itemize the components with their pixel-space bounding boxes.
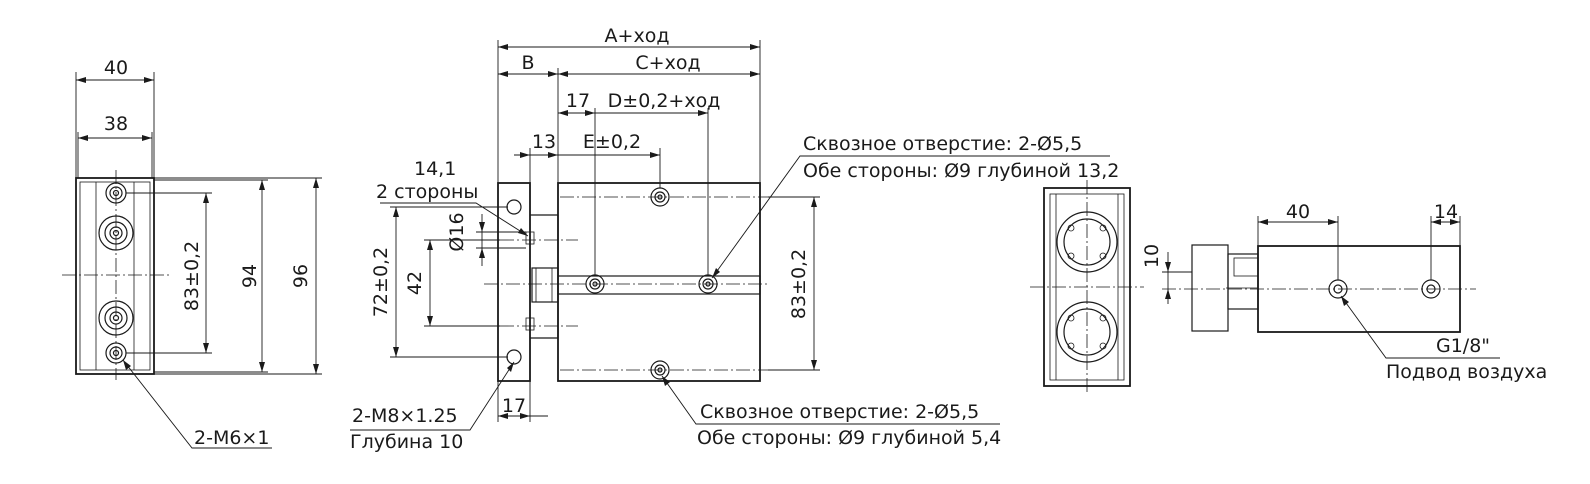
dim-e: E±0,2 <box>583 131 641 153</box>
dim-83-front: 83±0,2 <box>788 249 810 319</box>
side-view: 40 14 10 G1/8" Подвод воздуха <box>1141 201 1547 383</box>
side-end-plate <box>1191 244 1229 332</box>
dim-d-stroke: D±0,2+ход <box>608 90 721 112</box>
dim-14-side: 14 <box>1434 201 1458 223</box>
front-hole-top <box>506 199 522 215</box>
port-size-label: G1/8" <box>1436 335 1490 357</box>
dim-b: B <box>521 52 534 74</box>
dim-42: 42 <box>404 271 426 295</box>
left-end-view: 40 38 83±0,2 94 96 2-M6×1 <box>62 57 322 449</box>
dim-17-top: 17 <box>566 90 590 112</box>
front-hole-bottom <box>506 349 522 365</box>
dim-96-left: 96 <box>290 264 312 288</box>
cylinder-body <box>557 182 761 382</box>
left-end-plate-outline <box>75 177 155 375</box>
dim-40-left: 40 <box>104 57 128 79</box>
front-end-plate <box>497 182 531 382</box>
left-thread-label: 2-M6×1 <box>194 427 269 449</box>
front-view: A+ход B C+ход 17 D±0,2+ход 13 E±0,2 14,1… <box>350 25 1119 453</box>
front-thread-label: 2-M8×1.25 <box>352 405 458 427</box>
dim-dia16: Ø16 <box>446 212 468 251</box>
dim-40-side: 40 <box>1286 201 1310 223</box>
dim-13: 13 <box>532 131 556 153</box>
dim-a-stroke: A+ход <box>605 25 670 47</box>
through-hole-top-1: Сквозное отверстие: 2-Ø5,5 <box>803 133 1082 155</box>
dim-83-left: 83±0,2 <box>181 241 203 311</box>
dim-38-left: 38 <box>104 113 128 135</box>
through-hole-bottom-2: Обе стороны: Ø9 глубиной 5,4 <box>697 427 1001 449</box>
through-hole-bottom-1: Сквозное отверстие: 2-Ø5,5 <box>700 401 979 423</box>
dim-94-left: 94 <box>239 264 261 288</box>
right-end-view <box>1030 180 1144 394</box>
front-depth-label: Глубина 10 <box>350 431 463 453</box>
through-hole-top-2: Обе стороны: Ø9 глубиной 13,2 <box>803 160 1119 182</box>
dim-17-bottom: 17 <box>502 395 526 417</box>
dim-c-stroke: C+ход <box>635 52 700 74</box>
dim-10-side: 10 <box>1141 244 1163 268</box>
dim-14-1: 14,1 <box>414 158 456 180</box>
dim-72: 72±0,2 <box>370 247 392 317</box>
label-2-sides: 2 стороны <box>376 181 478 203</box>
port-desc-label: Подвод воздуха <box>1386 361 1547 383</box>
left-end-plate-inner <box>79 181 151 371</box>
